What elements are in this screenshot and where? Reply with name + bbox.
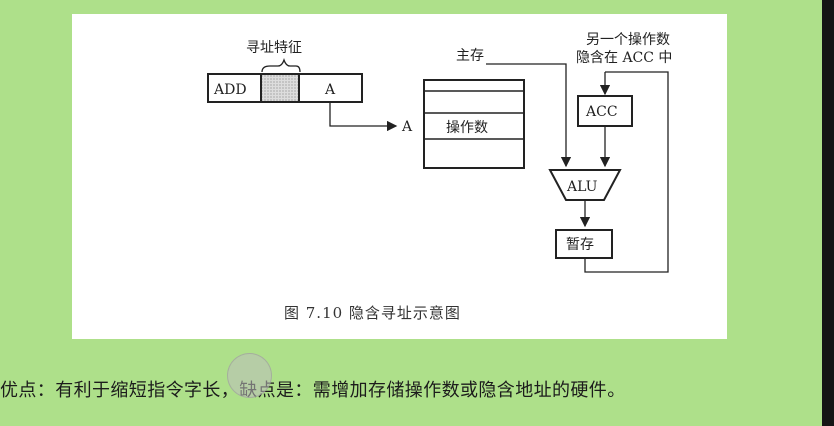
address-arrow [329,102,398,132]
figure-panel [72,14,727,339]
figure-caption: 图 7.10 隐含寻址示意图 [284,304,461,322]
instruction-feature-field [260,73,300,103]
main-memory-block [423,79,525,169]
screen-edge [822,0,834,426]
temp-label: 暂存 [566,237,594,253]
alu-unit [548,169,622,201]
advantages-disadvantages-text: 优点：有利于缩短指令字长，缺点是：需增加存储操作数或隐含地址的硬件。 [0,380,626,401]
pointer-indicator [227,353,272,398]
operand-cell: 操作数 [446,120,488,136]
instruction-opcode: ADD [213,82,247,98]
memory-to-alu-line [486,63,572,168]
addressing-feature-brace [261,57,301,73]
addressing-feature-label: 寻址特征 [246,40,302,56]
memory-address-label: A [401,119,413,135]
alu-label: ALU [566,179,598,195]
acc-label: ACC [585,104,618,120]
temp-register [555,229,613,259]
main-memory-label: 主存 [456,48,484,64]
instruction-address-field: A [324,82,336,98]
acc-note-line2: 隐含在 ACC 中 [576,50,672,66]
feedback-loop-line [584,71,669,273]
acc-note-line1: 另一个操作数 [586,32,670,48]
